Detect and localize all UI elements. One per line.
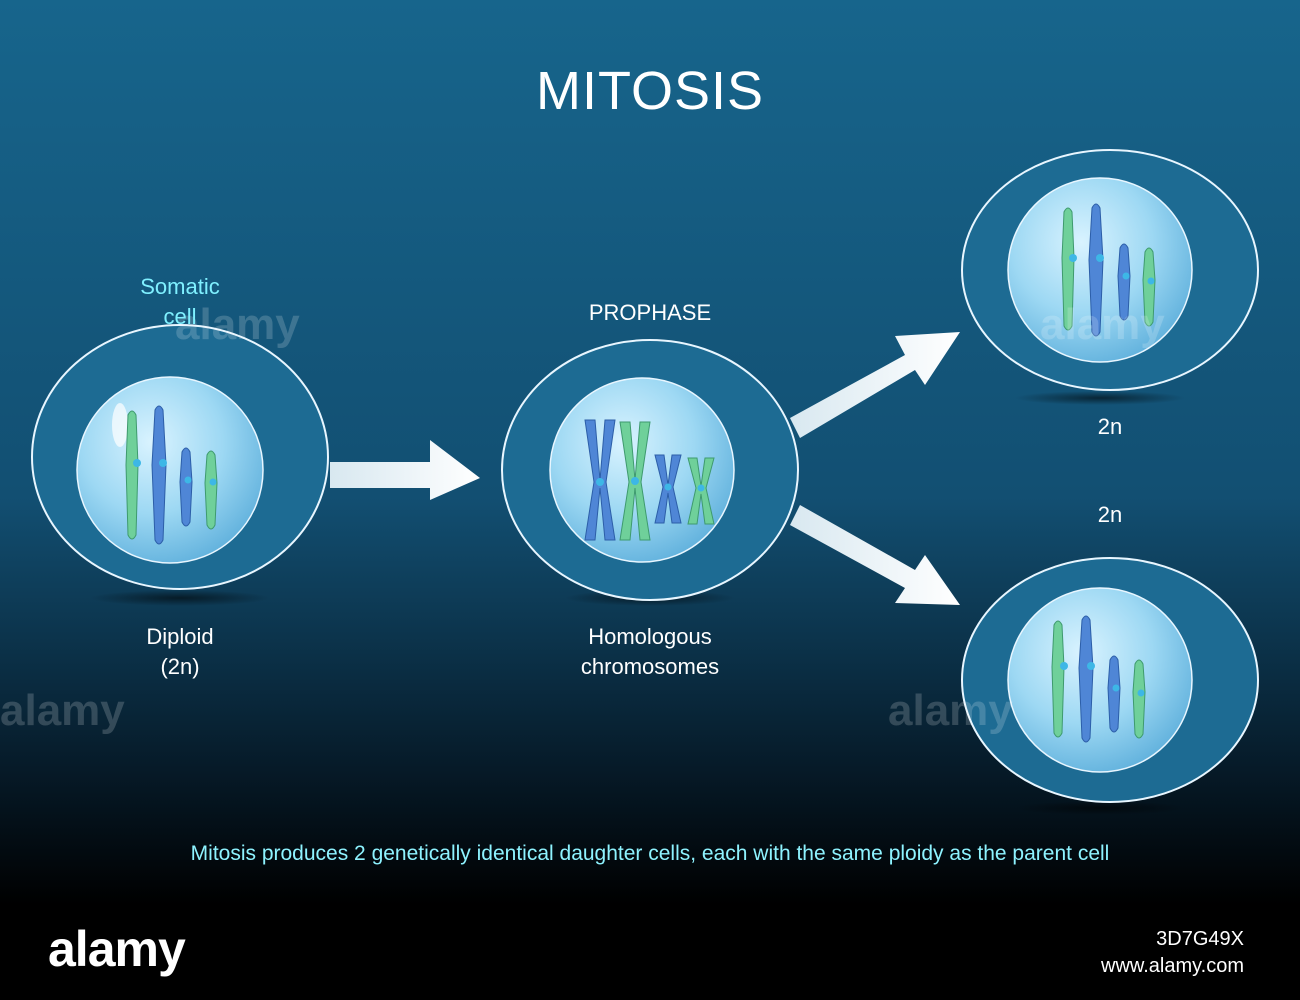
caption: Mitosis produces 2 genetically identical… (0, 842, 1300, 866)
homologous-label: Homologous chromosomes (550, 622, 750, 682)
site-url: www.alamy.com (1101, 955, 1244, 978)
watermark-logo: alamy (888, 686, 1013, 736)
diploid-label: Diploid (2n) (110, 622, 250, 682)
image-id: 3D7G49X (1156, 928, 1244, 951)
daughter-top-label: 2n (1070, 412, 1150, 442)
nucleus (77, 377, 263, 563)
prophase-label: PROPHASE (560, 298, 740, 328)
alamy-logo: alamy (48, 920, 185, 978)
watermark-logo: alamy (1040, 300, 1165, 350)
footer-bar (0, 905, 1300, 1000)
daughter-bottom-label: 2n (1070, 500, 1150, 530)
diagram-title: MITOSIS (0, 60, 1300, 122)
nucleus (1008, 588, 1192, 772)
watermark-logo: alamy (0, 686, 125, 736)
somatic-cell-label: Somatic cell (120, 272, 240, 332)
